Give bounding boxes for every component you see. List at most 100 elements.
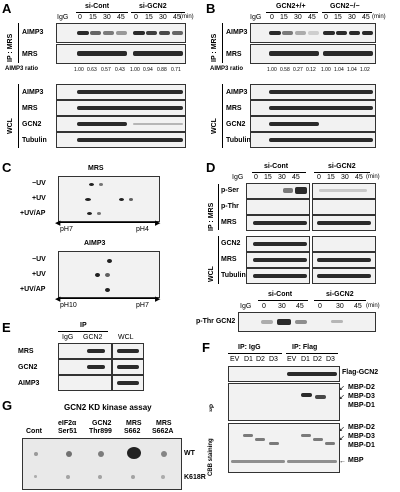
panel-a-wcl-row: AIMP3	[22, 89, 44, 96]
panel-g-col3b: Thr899	[89, 428, 112, 435]
panel-a-ip-row-mrs: MRS	[22, 51, 38, 58]
ratio-value: 1.02	[360, 67, 370, 73]
panel-a-wcl-row: GCN2	[22, 121, 42, 128]
blot-e-wcl-mrs	[112, 343, 144, 359]
blot-d-pthr-gcn2	[312, 199, 376, 215]
panel-e-letter: E	[2, 320, 11, 335]
panel-b-letter: B	[206, 1, 216, 16]
lane-label: 15	[264, 174, 272, 181]
panel-g-letter: G	[2, 398, 13, 413]
blot-e-wcl-aimp3	[112, 375, 144, 391]
lane-label: 0	[270, 14, 274, 21]
lane-label: 45	[173, 14, 181, 21]
panel-f-p32-row: MBP-D3	[348, 393, 375, 400]
blot-a-ip-aimp3	[56, 23, 186, 43]
blot-f-cbb	[228, 423, 340, 473]
panel-c-blot2-row: +UV	[32, 271, 46, 278]
ratio-value: 0.88	[157, 67, 167, 73]
panel-c-blot1-axis-left: pH7	[60, 226, 73, 233]
ratio-value: 0.12	[306, 67, 316, 73]
ratio-value: 0.27	[293, 67, 303, 73]
panel-g-col5a: MRS	[156, 420, 172, 427]
blot-d-pthr-gcn2	[238, 312, 376, 332]
panel-c-blot2-row: +UV/AP	[20, 286, 46, 293]
panel-d-ip-row: p-Ser	[221, 187, 239, 194]
lane-label: 45	[296, 303, 304, 310]
lane-unit: (min)	[180, 14, 194, 20]
panel-d-ip-row: MRS	[221, 219, 237, 226]
lane-label: 15	[334, 14, 342, 21]
panel-b-ip-row: AIMP3	[226, 29, 248, 36]
ratio-value: 1.00	[130, 67, 140, 73]
panel-e-ip-label: IP	[80, 322, 87, 329]
lane-label: 45	[354, 303, 362, 310]
panel-b-ratio-label: AIMP3 ratio	[210, 66, 244, 72]
panel-c-blot1-row: +UV/AP	[20, 210, 46, 217]
panel-f-top-row: Flag-GCN2	[342, 369, 379, 376]
panel-c-blot1-row: −UV	[32, 180, 46, 187]
lane-label: 30	[278, 303, 286, 310]
panel-c-blot2-row: −UV	[32, 256, 46, 263]
blot-e-ip-gcn2	[58, 359, 112, 375]
ratio-value: 1.04	[334, 67, 344, 73]
blot-b-ip-aimp3	[250, 23, 376, 43]
blot-a-wcl-tubulin	[56, 132, 186, 148]
blot-d-wcl-gcn2-kd	[312, 236, 376, 252]
panel-e-row: AIMP3	[18, 380, 40, 387]
ratio-value: 1.00	[321, 67, 331, 73]
panel-c-blot2-axis-right: pH7	[136, 302, 149, 309]
ratio-value: 0.43	[115, 67, 125, 73]
ratio-value: 0.57	[101, 67, 111, 73]
panel-c-blot2-axis-left: pH10	[60, 302, 77, 309]
blot-a-wcl-mrs	[56, 100, 186, 116]
panel-g-col2b: Ser51	[58, 428, 78, 435]
panel-f-letter: F	[202, 340, 210, 355]
ratio-value: 0.58	[280, 67, 290, 73]
lane-label: D1	[301, 356, 310, 363]
panel-d-ip-row: p-Thr	[221, 203, 239, 210]
panel-d-group-2: si-GCN2	[328, 163, 356, 170]
panel-d-group-1: si-Cont	[264, 163, 289, 170]
panel-e-row: MRS	[18, 348, 34, 355]
blot-d-wcl-tubulin-cont	[246, 268, 310, 284]
lane-label: 30	[348, 14, 356, 21]
lane-unit: (min)	[366, 174, 380, 180]
blot-b-wcl-gcn2	[250, 116, 376, 132]
lane-label: 30	[341, 174, 349, 181]
lane-label: 0	[317, 174, 321, 181]
panel-b-wcl-row: AIMP3	[226, 89, 248, 96]
panel-a-ip-row-aimp3: AIMP3	[22, 29, 44, 36]
panel-c-blot2-title: AIMP3	[84, 240, 106, 247]
panel-a-ip-label: IP : MRS	[7, 33, 14, 62]
panel-f-cbb-row: MBP-D2	[348, 424, 375, 431]
panel-b-ip-label: IP : MRS	[211, 33, 218, 62]
lane-label: D2	[256, 356, 265, 363]
ratio-value: 0.94	[143, 67, 153, 73]
panel-d-wcl-row: Tubulin	[221, 272, 246, 279]
blot-e-ip-mrs	[58, 343, 112, 359]
lane-label: 45	[308, 14, 316, 21]
panel-a-wcl-row: MRS	[22, 105, 38, 112]
ratio-value: 0.71	[171, 67, 181, 73]
panel-f-cbb-row: MBP-D3	[348, 433, 375, 440]
blot-d-wcl-gcn2-cont	[246, 236, 310, 252]
lane-label: D1	[244, 356, 253, 363]
lane-label: 0	[78, 14, 82, 21]
blot-d-mrs-gcn2	[312, 215, 376, 231]
panel-b-group-1: GCN2+/+	[276, 3, 306, 10]
panel-a-letter: A	[2, 1, 12, 16]
lane-label: 45	[355, 174, 363, 181]
lane-label: 0	[262, 303, 266, 310]
panel-d-wcl-row: MRS	[221, 256, 237, 263]
panel-f-p32-label: ³²P	[210, 404, 216, 412]
panel-a-wcl-label: WCL	[7, 118, 14, 134]
blot-d-wcl-tubulin-kd	[312, 268, 376, 284]
panel-a-group-1: si-Cont	[85, 3, 110, 10]
blot-c-mrs-2d	[58, 176, 160, 222]
panel-e-lane: WCL	[118, 334, 134, 341]
lane-label: D3	[326, 356, 335, 363]
panel-b-group-2: GCN2−/−	[330, 3, 360, 10]
lane-label: D3	[269, 356, 278, 363]
lane-label: 15	[280, 14, 288, 21]
blot-a-ip-mrs	[56, 44, 186, 64]
